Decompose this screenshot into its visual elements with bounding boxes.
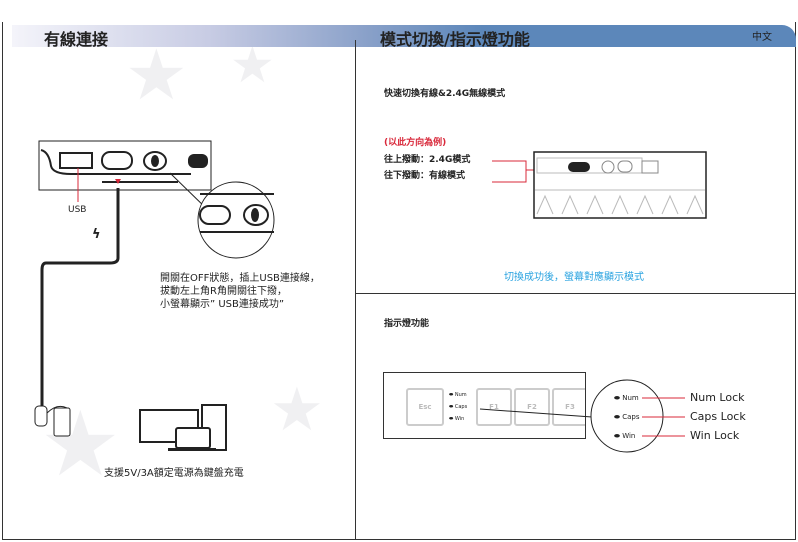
key-f1: F1 [476,388,512,426]
lightning-icon: ϟ [92,227,101,242]
led-label: Win [622,432,636,440]
usb-cable [34,188,120,437]
power-note: 支援5V/3A額定電源為鍵盤充電 [104,468,244,479]
divider-horizontal [356,293,796,294]
wired-title: 有線連接 [44,30,109,49]
switch-zoom-circle [197,181,275,259]
led-caps: ⬬ Caps [449,404,468,410]
keyboard-side-illustration [38,140,212,213]
led-label: Win [454,416,465,422]
divider-vertical [355,40,356,540]
mode-title: 模式切換/指示燈功能 [380,30,530,49]
led-num: ⬬ Num [449,392,467,398]
star-decoration: ★ [270,375,324,445]
mode-up: 往上撥動：2.4G模式 [384,155,471,165]
indicator-lines [479,379,685,453]
mode-example: (以此方向為例) [384,138,447,148]
key-f3: F3 [552,388,585,426]
mode-section-title: 快速切換有線&2.4G無線模式 [384,89,506,99]
language-label: 中文 [752,32,772,43]
led-label: Num [622,394,639,402]
num-lock-label: Num Lock [690,391,745,404]
page-frame [2,22,796,540]
led-win: ⬬ Win [449,416,465,422]
mode-result: 切換成功後，螢幕對應顯示模式 [504,272,644,283]
wired-instruction-2: 拔動左上角R角開關往下撥， [160,286,287,297]
star-decoration: ★ [125,34,188,116]
wired-instruction-3: 小螢幕顯示” USB連接成功” [160,299,285,310]
indicator-title: 指示燈功能 [384,319,430,329]
star-decoration: ★ [230,36,275,94]
mode-down: 往下撥動：有線模式 [384,171,466,181]
keyboard-top-illustration: Esc F1 F2 F3 ⬬ Num ⬬ Caps ⬬ Win [383,372,586,439]
caps-lock-label: Caps Lock [690,410,746,423]
wired-instruction-1: 開關在OFF狀態，插上USB連接線， [160,273,320,284]
header-bar [12,25,796,47]
key-esc: Esc [406,388,444,426]
key-f2: F2 [514,388,550,426]
mode-switch-illustration [492,151,707,219]
star-decoration: ★ [40,392,121,497]
zoom-led-win: ⬬ Win [614,432,636,440]
usb-label: USB [68,205,87,215]
led-label: Num [454,392,467,398]
led-label: Caps [454,404,468,410]
led-label: Caps [622,413,640,421]
win-lock-label: Win Lock [690,429,740,442]
zoom-led-caps: ⬬ Caps [614,413,640,421]
computer-icon [139,404,227,451]
zoom-led-num: ⬬ Num [614,394,639,402]
